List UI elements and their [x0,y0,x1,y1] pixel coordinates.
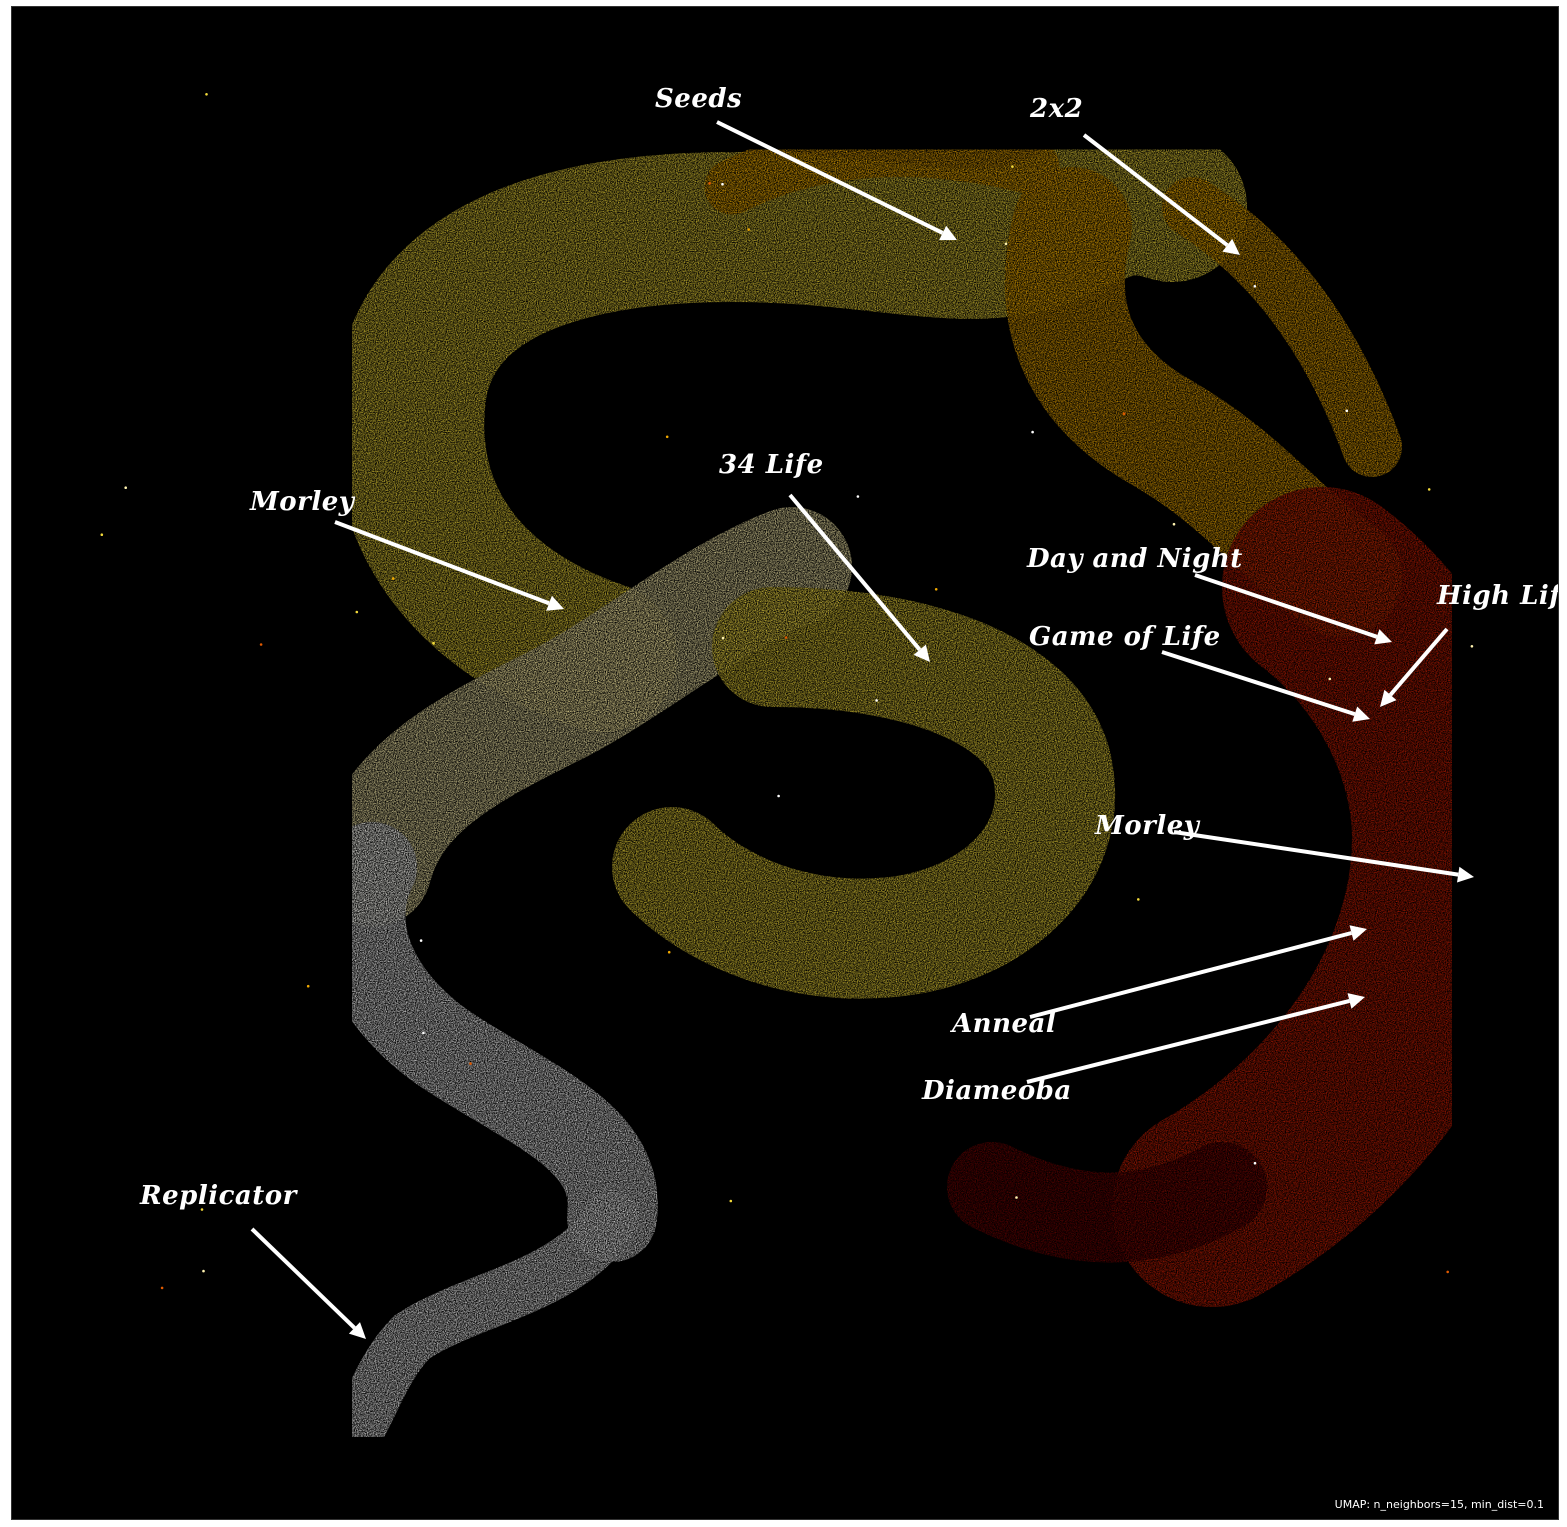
arrow-head-icon [1457,866,1474,883]
cluster-band-9 [324,1189,640,1465]
annotation-label: Game of Life [1029,622,1221,652]
arrow-line [1173,830,1459,877]
footer-caption: UMAP: n_neighbors=15, min_dist=0.1 [1334,1498,1544,1511]
annotation-1: Seeds [655,84,957,241]
stray-point [665,435,669,439]
annotation-4: 34 Life [719,450,930,662]
stray-point [721,636,725,640]
annotation-8: Morley [1094,811,1474,883]
stray-point [856,495,860,498]
annotation-label: Morley [1094,811,1201,841]
annotation-label: Anneal [949,1009,1056,1039]
stray-point [708,182,711,185]
arrow-head-icon [1349,925,1367,941]
arrow-head-icon [1374,629,1392,645]
cluster-band-1 [704,122,1060,215]
stray-point [432,641,435,645]
annotation-5: Day and Night [1026,544,1392,645]
stray-point [1172,522,1176,526]
annotation-7: Game of Life [1029,622,1370,722]
scatter-points [100,93,1474,1290]
stray-point [1015,1196,1018,1199]
cluster-band-8 [315,822,658,1262]
stray-point [124,486,127,490]
stray-point [1122,412,1126,416]
stray-point [934,588,938,591]
annotation-label: 34 Life [719,450,824,480]
stray-point [422,1031,425,1035]
stray-point [1004,242,1008,246]
annotation-label: High Life [1436,581,1558,611]
annotation-label: Morley [249,487,356,517]
annotation-label: Replicator [139,1181,299,1211]
stray-point [729,1199,733,1203]
annotation-10: Diameoba [921,993,1365,1106]
arrow-line [1388,627,1449,697]
arrow-line [1194,573,1378,639]
arrow-line [788,493,922,651]
stray-point [160,1286,164,1290]
stray-point [306,984,310,988]
arrow-line [334,520,550,606]
stray-point [777,794,780,798]
stray-point [784,636,788,639]
cluster-band-5 [947,1142,1267,1263]
arrow-line [1026,998,1350,1084]
stray-point [391,577,395,580]
annotation-6: High Life [1380,581,1558,707]
stray-point [1427,488,1431,491]
stray-point [1470,645,1474,648]
arrow-head-icon [939,225,957,241]
annotation-label: 2x2 [1029,94,1083,124]
cluster-band-6 [312,507,852,927]
annotation-label: Diameoba [921,1076,1072,1106]
stray-point [200,1208,204,1211]
stray-point [202,1269,205,1273]
stray-point [1446,1270,1449,1274]
arrow-line [250,1227,356,1330]
stray-point [1253,1161,1257,1165]
cluster-band-4 [1112,487,1553,1307]
stray-point [667,950,671,954]
stray-point [419,939,423,942]
stray-point [355,610,359,614]
stray-point [1137,898,1140,901]
annotation-9: Anneal [949,925,1367,1039]
stray-point [1328,677,1332,681]
arrow-head-icon [546,595,564,611]
stray-point [100,533,104,536]
stray-point [747,228,750,231]
stray-point [1031,430,1034,434]
annotation-2: 2x2 [1029,94,1240,255]
stray-point [469,1062,472,1065]
annotation-3: Morley [249,487,564,611]
stray-point [1011,165,1014,168]
annotation-label: Seeds [655,84,742,114]
cluster-band-7 [612,587,1116,999]
arrow-line [1082,133,1229,247]
arrow-line [1029,931,1353,1019]
arrow-line [1161,650,1356,717]
stray-point [259,643,263,646]
arrow-head-icon [913,644,930,662]
arrow-head-icon [1352,706,1370,722]
stray-point [1253,285,1257,288]
cluster-band-3 [1162,177,1402,477]
point-clusters [312,122,1553,1465]
stray-point [721,182,724,186]
annotation-11: Replicator [139,1181,366,1339]
annotation-label: Day and Night [1026,544,1243,574]
stray-point [1345,409,1349,413]
arrow-head-icon [1347,993,1365,1009]
arrow-head-icon [1380,689,1397,707]
arrow-head-icon [1222,238,1240,255]
arrow-line [716,120,944,235]
stray-point [205,93,208,96]
stray-point [875,699,878,702]
arrow-head-icon [348,1322,366,1339]
